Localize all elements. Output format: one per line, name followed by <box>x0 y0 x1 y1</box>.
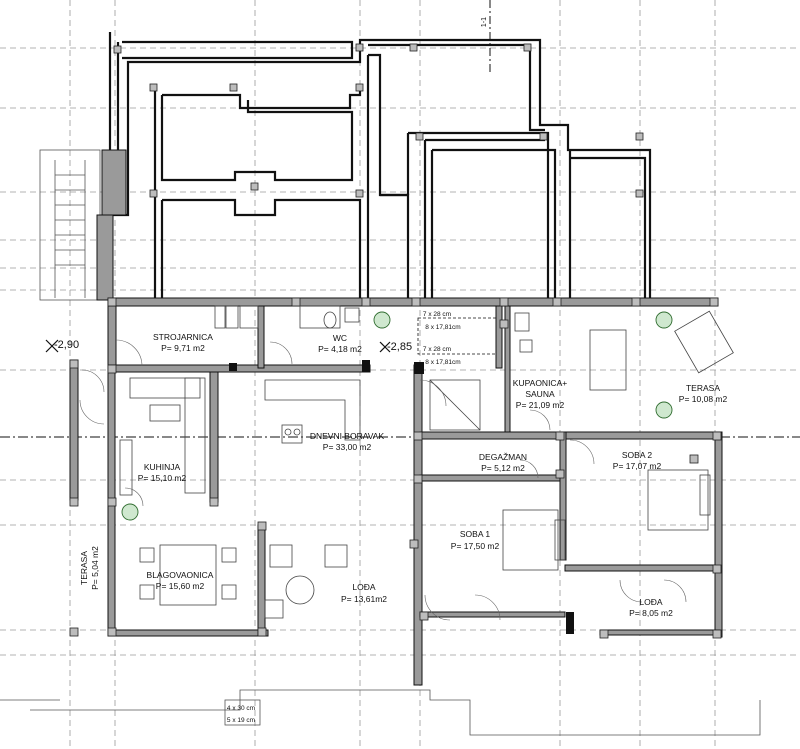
level-marker-center: -2,85 <box>379 341 412 353</box>
stair-dim-4: 8 x 17,81cm <box>425 359 460 366</box>
room-kupaonica-area: P= 21,09 m2 <box>516 400 565 410</box>
room-kupaonica-name: KUPAONICA+ <box>513 378 567 388</box>
section-marker: 1-1 <box>481 17 488 27</box>
stair-dimension-box: 7 x 28 cm 8 x 17,81cm 7 x 28 cm 8 x 17,8… <box>227 311 497 724</box>
room-labels: STROJARNICA P= 9,71 m2 WC P= 4,18 m2 KUP… <box>79 332 727 618</box>
room-strojarnica-name: STROJARNICA <box>153 332 213 342</box>
doors <box>79 339 687 621</box>
plants <box>121 311 673 521</box>
stair-dim-3: 7 x 28 cm <box>423 346 451 353</box>
room-loda-center-name: LOĐA <box>352 582 375 592</box>
room-blagovaonica-name: BLAGOVAONICA <box>147 570 214 580</box>
level-left-label: -2,90 <box>54 339 79 351</box>
room-terasa-right-area: P= 10,08 m2 <box>679 394 728 404</box>
site-lines <box>0 689 761 736</box>
main-walls <box>69 297 723 686</box>
room-degazman-area: P= 5,12 m2 <box>481 463 525 473</box>
exterior-stair-left <box>39 149 127 301</box>
room-wc-area: P= 4,18 m2 <box>318 344 362 354</box>
room-terasa-left-name: TERASA <box>79 551 89 585</box>
room-strojarnica-area: P= 9,71 m2 <box>161 343 205 353</box>
stair-dim-6: 5 x 19 cm <box>227 717 255 724</box>
room-kupaonica-name2: SAUNA <box>525 389 555 399</box>
room-soba1-name: SOBA 1 <box>460 529 491 539</box>
furniture <box>119 305 734 619</box>
level-center-label: -2,85 <box>387 341 412 353</box>
room-soba1-area: P= 17,50 m2 <box>451 541 500 551</box>
stair-dim-1: 7 x 28 cm <box>423 311 451 318</box>
room-kuhinja-name: KUHINJA <box>144 462 181 472</box>
stair-dim-5: 4 x 30 cm <box>227 705 255 712</box>
room-loda-center-area: P= 13,61m2 <box>341 594 387 604</box>
structural-columns <box>229 360 574 634</box>
room-terasa-left-area: P= 5,04 m2 <box>90 546 100 590</box>
room-soba2-name: SOBA 2 <box>622 450 653 460</box>
stair-dim-2: 8 x 17,81cm <box>425 324 460 331</box>
room-degazman-name: DEGAŽMAN <box>479 452 527 462</box>
room-wc-name: WC <box>333 333 347 343</box>
foundation-outline <box>108 32 652 298</box>
main-columns <box>69 297 722 639</box>
room-soba2-area: P= 17,07 m2 <box>613 461 662 471</box>
room-dnevni-area: P= 33,00 m2 <box>323 442 372 452</box>
room-blagovaonica-area: P= 15,60 m2 <box>156 581 205 591</box>
room-kuhinja-area: P= 15,10 m2 <box>138 473 187 483</box>
room-terasa-right-name: TERASA <box>686 383 720 393</box>
room-loda-right-name: LOĐA <box>639 597 662 607</box>
level-marker-left: -2,90 <box>45 339 79 353</box>
foundation-columns <box>113 43 644 198</box>
room-dnevni-name: DNEVNI BORAVAK <box>310 431 385 441</box>
room-loda-right-area: P= 8,05 m2 <box>629 608 673 618</box>
